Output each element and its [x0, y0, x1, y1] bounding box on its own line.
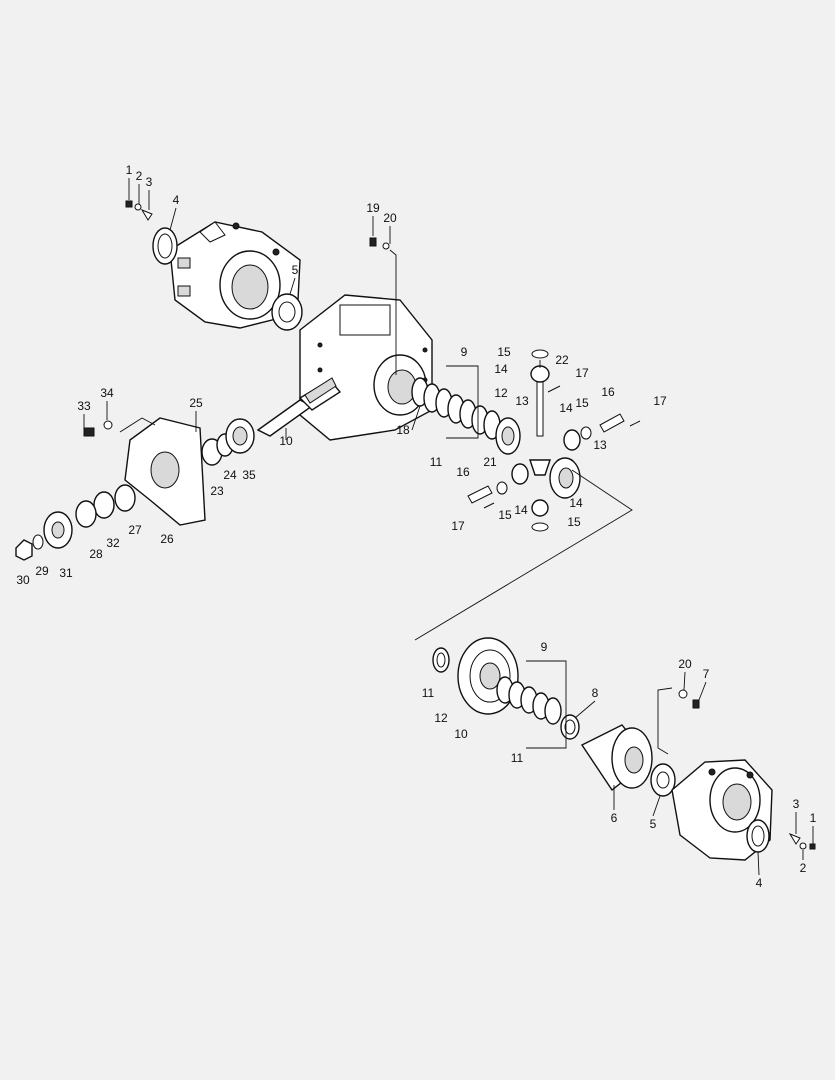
callout-c15b: 15 — [575, 396, 589, 410]
bolt-19-washer-20 — [369, 237, 390, 250]
callout-c20b: 20 — [678, 657, 692, 671]
callout-c29: 29 — [35, 564, 49, 578]
callout-c35: 35 — [242, 468, 256, 482]
callout-c27: 27 — [128, 523, 142, 537]
callout-c14b: 14 — [559, 401, 573, 415]
callout-c22: 22 — [555, 353, 569, 367]
leader-lines — [83, 178, 814, 876]
callout-c14d: 14 — [569, 496, 583, 510]
callout-c3: 3 — [146, 175, 153, 189]
seal-ring-4-lower — [746, 819, 770, 853]
callout-c3b: 3 — [793, 797, 800, 811]
callout-c6: 6 — [611, 811, 618, 825]
fasteners-1-2-3-lower — [788, 832, 816, 850]
callout-c23: 23 — [210, 484, 224, 498]
differential-gears-upper — [467, 349, 641, 532]
callout-c11b: 11 — [422, 686, 435, 700]
callout-c17b: 17 — [653, 394, 667, 408]
flange-carrier-26 — [124, 417, 206, 526]
callout-c25: 25 — [189, 396, 203, 410]
callout-c5b: 5 — [650, 817, 657, 831]
callout-c26: 26 — [160, 532, 174, 546]
callout-c18: 18 — [396, 423, 410, 437]
clutch-disc-stack-lower — [496, 676, 562, 725]
callout-c1: 1 — [126, 163, 133, 177]
seal-ring-4-upper — [152, 227, 178, 265]
bearing-set-23-24-25-35 — [201, 418, 255, 466]
callout-c5: 5 — [292, 263, 299, 277]
callout-c7: 7 — [703, 667, 710, 681]
callout-c11c: 11 — [511, 751, 524, 765]
seal-ring-11-12-lower — [432, 647, 450, 673]
callout-c31: 31 — [59, 566, 73, 580]
bearing-5-upper — [271, 293, 303, 331]
callout-c17c: 17 — [451, 519, 465, 533]
callout-c8: 8 — [592, 686, 599, 700]
callout-c16b: 16 — [456, 465, 470, 479]
differential-housing-upper — [169, 221, 301, 329]
callout-c11a: 11 — [430, 455, 443, 469]
callout-c4b: 4 — [756, 876, 763, 890]
callout-c20: 20 — [383, 211, 397, 225]
callout-c1b: 1 — [810, 811, 817, 825]
callout-c12b: 12 — [434, 711, 448, 725]
bolt-33-washer-34 — [83, 420, 113, 437]
fasteners-1-2-3-upper — [125, 200, 153, 221]
callout-c34: 34 — [100, 386, 114, 400]
callout-c13a: 13 — [515, 394, 529, 408]
callout-c12a: 12 — [494, 386, 508, 400]
callout-c17a: 17 — [575, 366, 589, 380]
callout-c14c: 14 — [514, 503, 528, 517]
ring-gear-10-lower — [457, 637, 519, 715]
callout-c15d: 15 — [567, 515, 581, 529]
flange-31-nut-29-30 — [15, 511, 73, 561]
seal-set-27-28-32 — [75, 484, 136, 528]
hub-6 — [580, 724, 653, 792]
callout-c9: 9 — [461, 345, 468, 359]
ring-8 — [560, 714, 580, 740]
pinion-shaft-10 — [256, 377, 342, 437]
callout-c10b: 10 — [454, 727, 468, 741]
callout-c13b: 13 — [593, 438, 607, 452]
callout-c16a: 16 — [601, 385, 615, 399]
axle-center-housing — [299, 294, 433, 441]
callout-c24: 24 — [223, 468, 237, 482]
callout-c32: 32 — [106, 536, 120, 550]
callout-c2: 2 — [136, 169, 143, 183]
callout-c15a: 15 — [497, 345, 511, 359]
callout-c30: 30 — [16, 573, 30, 587]
callout-c28: 28 — [89, 547, 103, 561]
callout-c10a: 10 — [279, 434, 293, 448]
callout-c15c: 15 — [498, 508, 512, 522]
callout-c33: 33 — [77, 399, 91, 413]
callout-c9b: 9 — [541, 640, 548, 654]
bolt-7-washer-20-lower — [678, 689, 700, 709]
callout-c4: 4 — [173, 193, 180, 207]
callout-c21: 21 — [483, 455, 497, 469]
callout-c14a: 14 — [494, 362, 508, 376]
clutch-disc-stack-upper — [411, 377, 501, 440]
callout-c2b: 2 — [800, 861, 807, 875]
callout-c19: 19 — [366, 201, 380, 215]
bearing-5-lower — [650, 763, 676, 797]
